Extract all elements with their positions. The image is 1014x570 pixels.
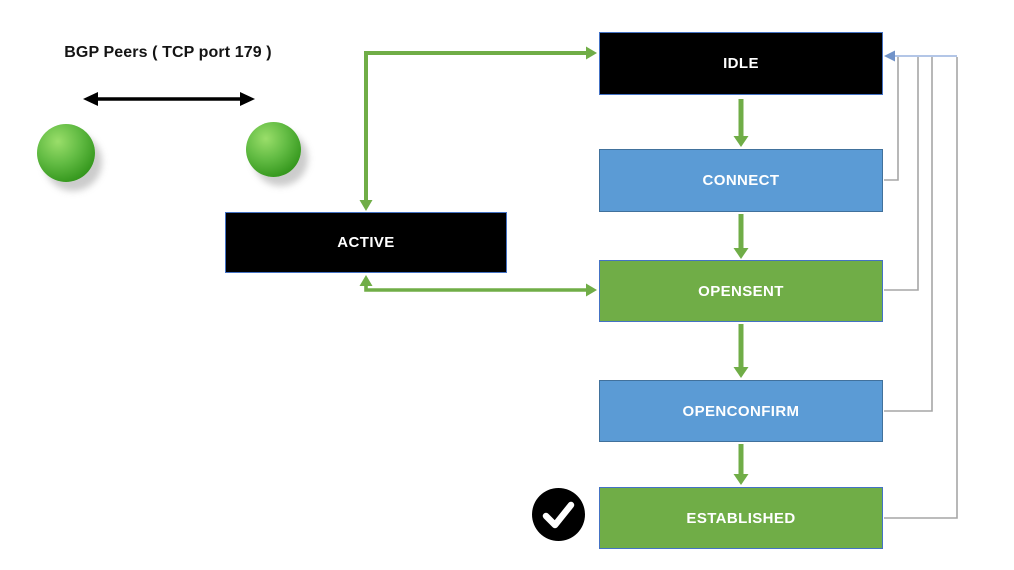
- check-mark-glyph: [542, 501, 575, 529]
- arrowhead-into-active-top: [359, 200, 373, 211]
- green-sphere-icon: [37, 124, 95, 182]
- arrowhead-openconfirm-to-established: [733, 474, 749, 485]
- state-label-opensent: OPENSENT: [698, 282, 784, 300]
- arrow-active-opensent: [359, 275, 597, 297]
- arrowhead-into-idle-right: [884, 50, 895, 62]
- arrowhead-into-idle-left: [586, 46, 597, 60]
- arrow-active-idle: [359, 46, 597, 211]
- state-box-opensent: OPENSENT: [599, 260, 883, 322]
- state-box-connect: CONNECT: [599, 149, 883, 212]
- peer-link-arrowhead-right: [240, 92, 255, 106]
- return-line-opensent-to-idle: [884, 57, 919, 291]
- return-line-established-to-idle: [884, 57, 958, 519]
- state-label-idle: IDLE: [723, 55, 759, 72]
- green-sphere-icon: [246, 122, 301, 177]
- arrowhead-connect-to-opensent: [733, 248, 749, 259]
- arrowhead-idle-to-connect: [733, 136, 749, 147]
- peer-link-arrowhead-left: [83, 92, 98, 106]
- state-box-idle: IDLE: [599, 32, 883, 95]
- arrow-active-opensent-path: [364, 284, 588, 292]
- state-box-established: ESTABLISHED: [599, 487, 883, 549]
- return-lines-group: [884, 57, 958, 519]
- state-label-active: ACTIVE: [337, 234, 395, 251]
- return-line-connect-to-idle: [884, 57, 899, 181]
- peers-label: BGP Peers ( TCP port 179 ): [64, 44, 272, 61]
- state-box-active: ACTIVE: [225, 212, 507, 273]
- state-label-established: ESTABLISHED: [686, 509, 796, 527]
- state-label-connect: CONNECT: [702, 172, 780, 189]
- arrowhead-into-opensent-left: [586, 283, 597, 297]
- arrow-active-idle-path: [364, 51, 588, 203]
- double-headed-arrow-icon: [83, 92, 255, 106]
- check-icon: [532, 488, 585, 541]
- state-box-openconfirm: OPENCONFIRM: [599, 380, 883, 442]
- state-label-openconfirm: OPENCONFIRM: [682, 402, 800, 420]
- arrowhead-into-active-bottom: [359, 275, 373, 286]
- arrowhead-opensent-to-openconfirm: [733, 367, 749, 378]
- return-line-openconfirm-to-idle: [884, 57, 933, 412]
